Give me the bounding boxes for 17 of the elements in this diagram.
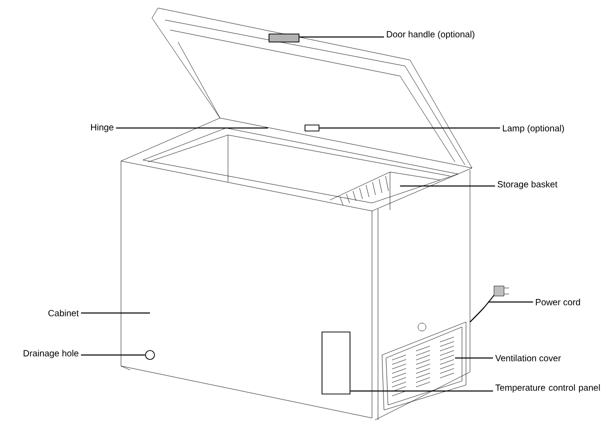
control-panel <box>322 332 350 394</box>
part-label: Lamp (optional) <box>502 124 564 134</box>
part-label: Door handle (optional) <box>386 30 474 40</box>
part-label: Power cord <box>536 298 580 306</box>
door-handle <box>268 34 300 42</box>
lamp <box>304 124 320 132</box>
part-label: Drainage hole <box>24 350 78 358</box>
part-label: Temperature control panel <box>495 384 600 393</box>
part-label: Cabinet <box>48 310 79 316</box>
drainage-hole <box>145 350 155 360</box>
part-label: Ventilation cover <box>495 354 561 362</box>
leader-line <box>80 312 150 314</box>
leader-line <box>80 354 146 356</box>
leader-line <box>350 390 494 392</box>
leader-line <box>298 36 384 38</box>
part-label: Storage basket <box>498 180 558 190</box>
part-label: Hinge <box>91 124 114 132</box>
